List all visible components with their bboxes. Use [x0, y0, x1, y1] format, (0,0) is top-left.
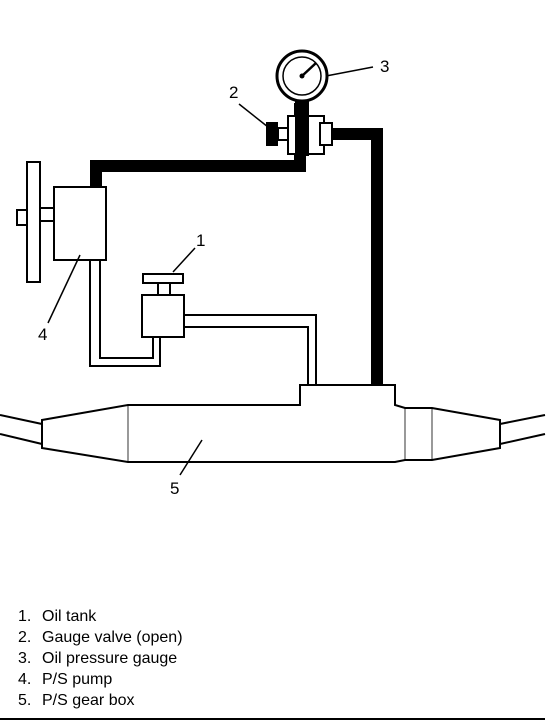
callout-1: 1 — [196, 231, 205, 250]
callout-2: 2 — [229, 83, 238, 102]
steering-wheel — [16, 161, 58, 283]
ps-pump — [53, 186, 107, 261]
pressure-hose — [90, 103, 383, 385]
legend-item: 5.P/S gear box — [18, 692, 135, 709]
gauge-valve-handle — [266, 122, 278, 146]
power-steering-diagram: 1 2 3 4 5 — [0, 49, 546, 498]
gauge-stem — [295, 100, 309, 156]
oil-tank — [141, 273, 185, 338]
callout-4: 4 — [38, 325, 47, 344]
legend-item: 3.Oil pressure gauge — [18, 650, 178, 667]
oil-pressure-gauge — [275, 49, 329, 103]
legend-item: 1.Oil tank — [18, 608, 97, 625]
legend-item: 2.Gauge valve (open) — [18, 629, 183, 646]
legend: 1.Oil tank 2.Gauge valve (open) 3.Oil pr… — [18, 606, 183, 711]
bottom-rule — [0, 718, 545, 720]
return-hose — [89, 260, 317, 385]
callout-5: 5 — [170, 479, 179, 498]
leader-lines — [47, 66, 374, 476]
ps-gear-box — [0, 384, 546, 463]
callout-3: 3 — [380, 57, 389, 76]
legend-item: 4.P/S pump — [18, 671, 113, 688]
